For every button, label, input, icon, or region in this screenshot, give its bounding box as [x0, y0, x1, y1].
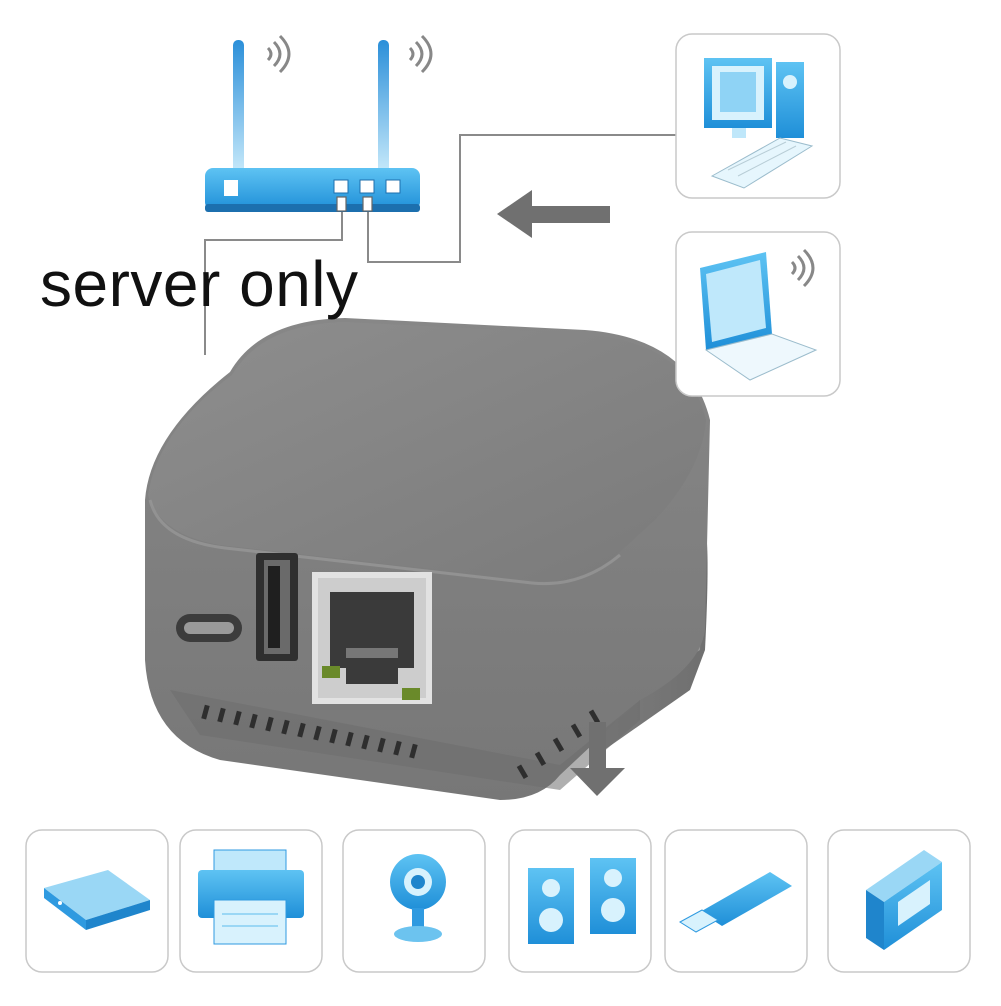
- usb-stick-icon: [679, 872, 792, 933]
- network-cables: [204, 134, 678, 355]
- webcam-icon: [390, 854, 446, 942]
- arrow-down-icon: [570, 722, 625, 796]
- arrow-left-icon: [497, 190, 610, 238]
- wifi-signal-icon: [266, 34, 433, 74]
- usb-a-port: [256, 553, 298, 661]
- router-icon: [205, 34, 433, 212]
- desktop-computer-icon: [704, 58, 814, 189]
- speakers-icon: [528, 858, 636, 944]
- caption-text: server only: [40, 248, 359, 320]
- laptop-wifi-icon: [700, 248, 818, 381]
- bottom-device-row: [25, 829, 971, 973]
- scanner-icon: [44, 870, 150, 930]
- printer-icon: [198, 849, 304, 945]
- ethernet-port: [312, 572, 432, 704]
- external-drive-icon: [866, 850, 942, 950]
- print-server-device: [145, 318, 710, 800]
- vent-slots: [201, 704, 601, 780]
